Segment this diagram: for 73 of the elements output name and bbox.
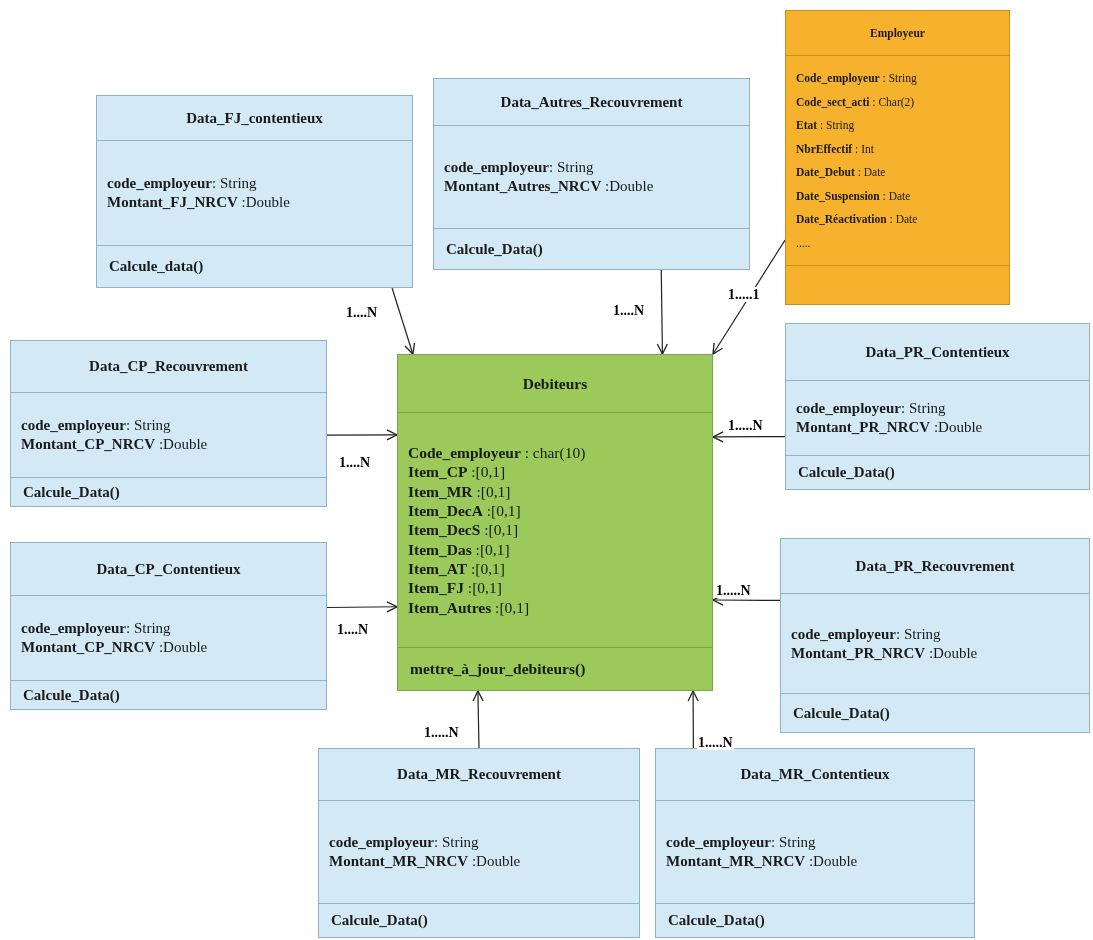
attribute-text: Item_Autres :[0,1] [408,597,531,618]
method-text: Calcule_Data() [793,704,890,722]
attribute-text: Montant_Autres_NRCV :Double [444,177,655,196]
class-name: Data_MR_Contentieux [740,766,890,783]
attribute-text: Item_CP :[0,1] [408,462,507,482]
attribute-text: Date_Debut : Date [796,165,887,180]
attribute-text: code_employeur: String [666,833,817,852]
multiplicity-label: 1.....N [697,735,734,751]
class-box [10,340,327,507]
method-text: Calcule_Data() [798,464,895,481]
attribute-text: Montant_CP_NRCV :Double [21,435,209,454]
attribute-text: NbrEffectif : Int [796,141,875,156]
class-name: Data_PR_Contentieux [865,343,1010,361]
attribute-text: code_employeur: String [444,158,595,177]
attribute-text: Item_MR :[0,1] [408,481,512,501]
class-box [96,95,413,288]
arrow [326,429,398,441]
attribute-text: Montant_PR_NRCV :Double [791,643,979,663]
attribute-text: Montant_MR_NRCV :Double [329,852,522,871]
arrow [687,690,699,749]
class-box [397,354,713,691]
attribute-text: Montant_FJ_NRCV :Double [107,193,291,212]
arrow [656,269,668,355]
method-text: Calcule_Data() [668,912,765,929]
arrow [712,239,786,355]
class-name: Data_CP_Recouvrement [89,358,248,375]
attribute-text: Code_sect_acti : Char(2) [796,94,916,109]
method-text: Calcule_Data() [23,483,120,501]
attribute-text: Item_FJ :[0,1] [408,578,503,598]
attribute-text: Montant_CP_NRCV :Double [21,638,209,657]
class-name: Data_CP_Contentieux [96,560,241,578]
arrow [712,431,786,443]
class-box [785,10,1010,305]
class-box [655,748,975,938]
attribute-text: Etat : String [796,118,856,133]
attribute-text: code_employeur: String [21,416,172,435]
attribute-text: code_employeur: String [329,833,480,852]
attribute-text: code_employeur: String [791,624,942,644]
class-name: Data_MR_Recouvrement [397,766,561,783]
attribute-text: Item_AT :[0,1] [408,559,506,579]
attribute-text: Code_employeur : char(10) [408,442,587,463]
class-box [785,323,1090,490]
arrow [391,287,416,355]
method-text: Calcule_Data() [23,686,120,704]
class-name: Employeur [870,27,925,39]
arrow [326,601,398,613]
method-text: Calcule_Data() [331,912,428,929]
attribute-text: Montant_PR_NRCV :Double [796,418,984,437]
attribute-text: Code_employeur : String [796,71,918,86]
attribute-text: Item_DecA :[0,1] [408,500,522,521]
class-box [780,538,1090,733]
class-name: Data_Autres_Recouvrement [500,93,683,111]
class-box [318,748,640,938]
attribute-text: Date_Suspension : Date [796,188,912,203]
class-box [10,542,327,710]
arrow [472,690,484,749]
method-text: Calcule_Data() [446,240,543,258]
method-text: Calcule_data() [109,258,204,275]
class-name: Data_PR_Recouvrement [855,557,1015,575]
class-name: Debiteurs [522,374,588,393]
attribute-text: code_employeur: String [107,174,258,193]
class-name: Data_FJ_contentieux [186,109,323,127]
attribute-text: code_employeur: String [796,399,947,418]
class-box [433,78,750,270]
attribute-text: Item_Das :[0,1] [408,539,511,560]
attribute-text: Item_DecS :[0,1] [408,520,520,540]
method-text: mettre_à_jour_debiteurs() [410,660,586,678]
attribute-text: Date_Réactivation : Date [796,212,919,227]
attribute-text: Montant_MR_NRCV :Double [666,852,859,871]
multiplicity-label: 1.....N [715,583,752,599]
attribute-text: ..... [796,235,812,250]
multiplicity-label: 1.....1 [727,287,761,303]
attribute-text: code_employeur: String [21,619,172,638]
